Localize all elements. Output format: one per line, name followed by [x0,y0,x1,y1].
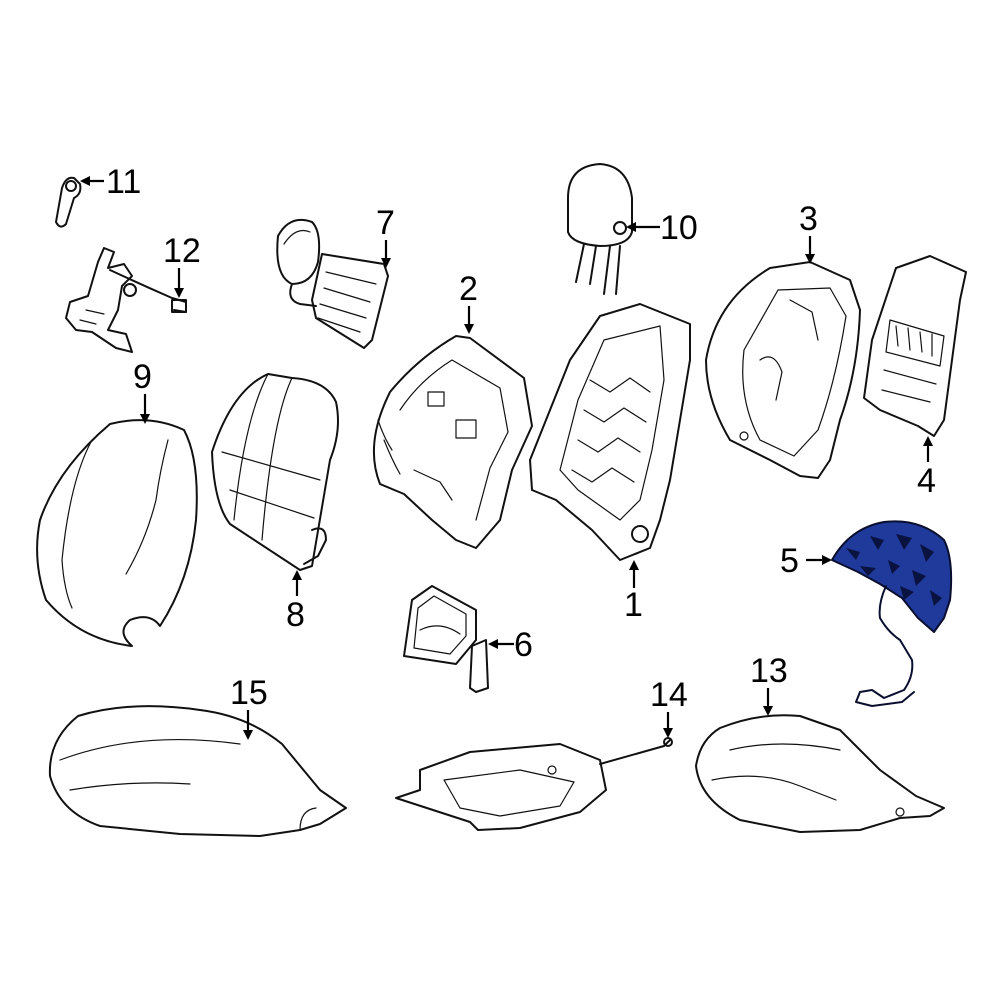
callout-7-label: 7 [376,204,395,242]
part-14-seat-heater-mat[interactable] [395,737,673,831]
callout-1: 1 [624,560,643,624]
callout-6-label: 6 [514,626,533,664]
callout-8: 8 [286,570,305,634]
part-11-handle[interactable] [55,176,82,228]
callout-11-label: 11 [106,163,141,201]
callout-1-label: 1 [624,586,643,624]
callout-4: 4 [917,436,936,500]
callout-13: 13 [750,652,788,716]
part-7-lumbar-module[interactable] [276,218,389,349]
callout-9: 9 [133,358,152,424]
callout-7: 7 [376,204,395,268]
part-8-seatback-pad[interactable] [211,373,339,571]
callout-8-label: 8 [286,596,305,634]
part-1-seatback-frame-front[interactable] [529,303,691,561]
part-5-heater-element[interactable] [831,520,953,707]
callout-2: 2 [459,270,478,334]
part-3-seatback-shell[interactable] [705,261,861,479]
part-10-headrest[interactable] [567,163,633,295]
callout-5-label: 5 [780,542,799,580]
part-6-control-module[interactable] [403,585,489,693]
part-12-bracket[interactable] [65,247,187,353]
callout-10-label: 10 [660,209,698,247]
callout-5: 5 [780,542,832,580]
callout-4-label: 4 [917,462,936,500]
callout-13-label: 13 [750,652,788,690]
callout-10: 10 [626,209,698,247]
callout-15-label: 15 [230,674,268,712]
callout-3-label: 3 [799,200,818,238]
callout-14-label: 14 [650,676,688,714]
callout-12: 12 [163,232,201,298]
part-2-seatback-frame-rear[interactable] [372,335,533,549]
callout-11: 11 [80,163,141,201]
callout-6: 6 [488,626,533,664]
callout-12-label: 12 [163,232,201,270]
part-15-seat-cushion-cover[interactable] [48,705,347,837]
callout-3: 3 [799,200,818,264]
part-9-seatback-cover[interactable] [36,419,198,647]
callout-14: 14 [650,676,688,738]
part-13-seat-cushion-pad[interactable] [695,714,945,833]
callout-2-label: 2 [459,270,478,308]
part-4-back-panel[interactable] [863,255,967,437]
callout-9-label: 9 [133,358,152,396]
callout-15: 15 [230,674,268,740]
